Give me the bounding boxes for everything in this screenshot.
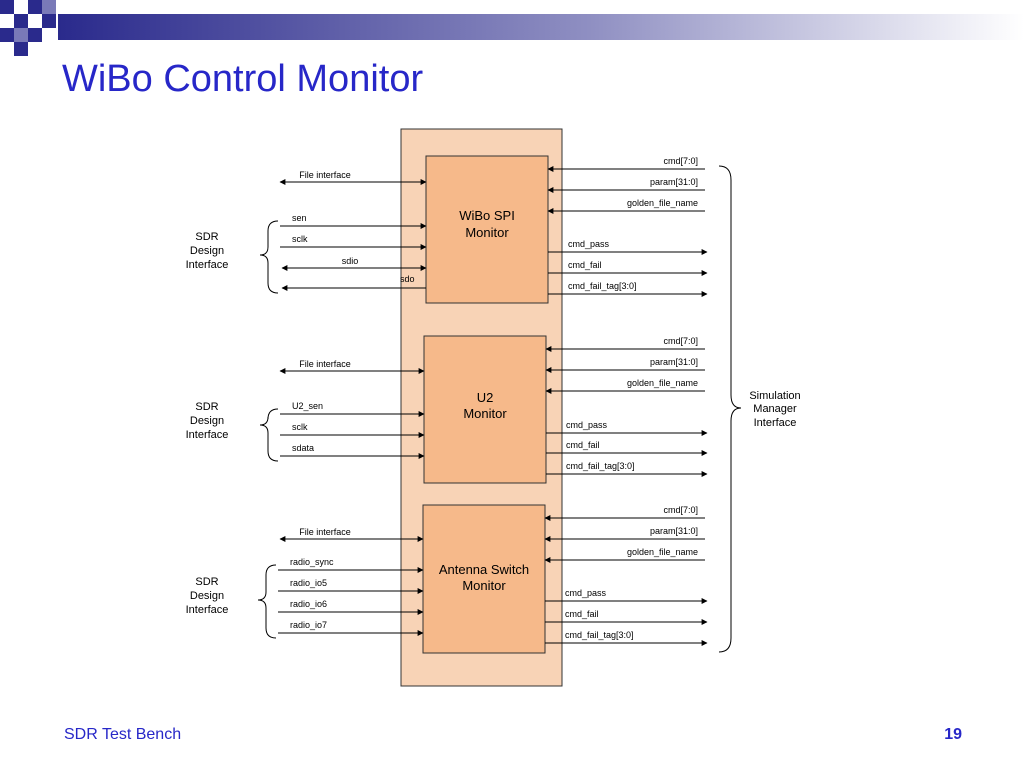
input-label: golden_file_name <box>627 547 698 557</box>
block-title: Monitor <box>462 578 506 593</box>
sdr-interface-brace <box>257 564 277 639</box>
file-interface-label: File interface <box>299 527 351 537</box>
signal-label: sclk <box>292 234 308 244</box>
file-interface-label: File interface <box>299 170 351 180</box>
signal-label: sen <box>292 213 307 223</box>
sdr-interface-label: Interface <box>186 259 229 271</box>
input-label: cmd[7:0] <box>663 505 698 515</box>
output-label: cmd_fail_tag[3:0] <box>566 461 635 471</box>
page-number: 19 <box>944 726 962 743</box>
sdr-interface-label: SDR <box>195 401 218 413</box>
title-gradient-bar <box>58 14 1024 40</box>
monitor-block <box>425 155 549 304</box>
signal-label: sdo <box>400 274 415 284</box>
simulation-interface-label: Manager <box>753 403 797 415</box>
checker-logo <box>0 0 56 56</box>
title-decoration <box>0 0 1024 56</box>
signal-label: sdio <box>342 256 359 266</box>
input-label: golden_file_name <box>627 198 698 208</box>
input-label: param[31:0] <box>650 177 698 187</box>
output-label: cmd_pass <box>568 239 610 249</box>
simulation-interface-label: Interface <box>754 417 797 429</box>
signal-label: U2_sen <box>292 401 323 411</box>
input-label: param[31:0] <box>650 357 698 367</box>
slide-title: WiBo Control Monitor <box>62 58 424 100</box>
input-label: cmd[7:0] <box>663 336 698 346</box>
sdr-interface-label: Design <box>190 590 224 602</box>
signal-label: radio_io6 <box>290 599 327 609</box>
signal-label: radio_io5 <box>290 578 327 588</box>
signal-label: radio_io7 <box>290 620 327 630</box>
sdr-interface-label: SDR <box>195 576 218 588</box>
signal-label: sdata <box>292 443 314 453</box>
output-label: cmd_fail <box>568 260 602 270</box>
footer-text: SDR Test Bench <box>64 726 182 743</box>
sdr-interface-label: Design <box>190 415 224 427</box>
monitor-block <box>423 335 547 484</box>
sdr-interface-label: Design <box>190 245 224 257</box>
output-label: cmd_fail_tag[3:0] <box>568 281 637 291</box>
output-label: cmd_pass <box>566 420 608 430</box>
input-label: cmd[7:0] <box>663 156 698 166</box>
signal-label: sclk <box>292 422 308 432</box>
sdr-interface-brace <box>259 408 279 462</box>
sdr-interface-label: Interface <box>186 604 229 616</box>
output-label: cmd_fail <box>566 440 600 450</box>
signal-label: radio_sync <box>290 557 334 567</box>
input-label: golden_file_name <box>627 378 698 388</box>
monitor-block <box>422 504 546 654</box>
output-label: cmd_fail_tag[3:0] <box>565 630 634 640</box>
output-label: cmd_pass <box>565 588 607 598</box>
output-label: cmd_fail <box>565 609 599 619</box>
block-title: Antenna Switch <box>439 562 529 577</box>
block-title: Monitor <box>465 225 509 240</box>
simulation-interface-brace <box>718 165 742 653</box>
simulation-interface-label: Simulation <box>749 390 800 402</box>
sdr-interface-label: SDR <box>195 231 218 243</box>
block-title: U2 <box>477 390 494 405</box>
file-interface-label: File interface <box>299 359 351 369</box>
sdr-interface-brace <box>259 220 279 294</box>
block-title: Monitor <box>463 406 507 421</box>
sdr-interface-label: Interface <box>186 429 229 441</box>
input-label: param[31:0] <box>650 526 698 536</box>
block-title: WiBo SPI <box>459 208 515 223</box>
